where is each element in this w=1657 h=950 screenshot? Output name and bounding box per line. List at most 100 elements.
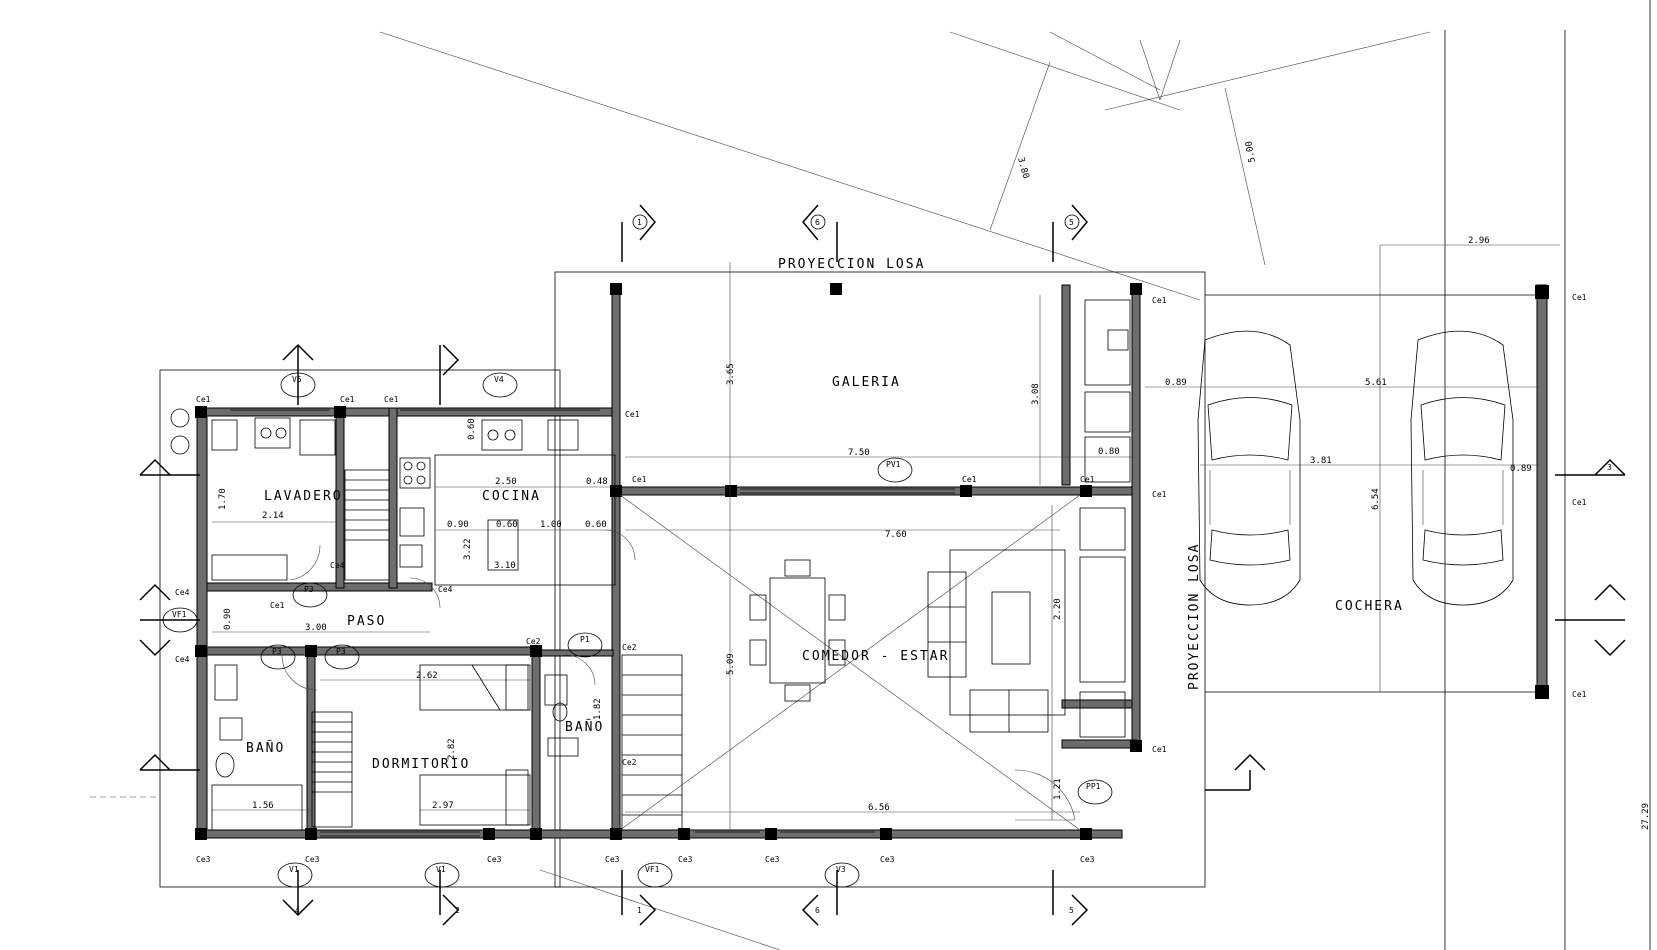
dim-750: 7.50	[848, 448, 870, 458]
dim-380: 3.80	[1015, 156, 1030, 180]
tag-pp1: PP1	[1086, 782, 1101, 791]
tag-p1: P1	[580, 635, 590, 644]
living-set	[927, 507, 1126, 738]
tag-ce3-d: Ce3	[605, 855, 620, 864]
section-num-1-bottom: 1	[637, 906, 642, 915]
kitchen-fixtures	[399, 419, 616, 586]
section-num-3-right: 3	[1607, 463, 1612, 472]
dining-set	[749, 559, 846, 702]
dim-080: 0.80	[1098, 447, 1120, 457]
tag-p3-b: P3	[272, 647, 282, 656]
dim-089: 0.89	[1165, 378, 1187, 388]
bedroom-beds	[419, 664, 531, 826]
label-lavadero: LAVADERO	[264, 489, 343, 504]
dim-090: 0.90	[447, 520, 469, 530]
section-marker-left-2	[139, 583, 200, 657]
label-proyeccion-losa-top: PROYECCION LOSA	[778, 257, 925, 272]
section-marker-2-top	[439, 344, 460, 405]
section-num-5-top: 5	[1069, 218, 1074, 227]
section-num-5-bottom: 5	[1069, 906, 1074, 915]
label-cochera: COCHERA	[1335, 599, 1404, 614]
dim-089b: 0.89	[1510, 464, 1532, 474]
tag-ce1-a: Ce1	[1152, 296, 1167, 305]
section-marker-6	[802, 204, 838, 262]
tag-ce3-a: Ce3	[196, 855, 211, 864]
tag-ce2-b: Ce2	[622, 758, 637, 767]
label-bano-right: BAÑO	[565, 719, 604, 735]
walls	[196, 284, 1548, 839]
section-marker-right-3	[1205, 753, 1266, 791]
car-left	[1197, 330, 1301, 606]
dim-297: 2.97	[432, 801, 454, 811]
dimension-lines	[212, 244, 1560, 830]
tag-v1-b: V1	[436, 865, 446, 874]
void-marks	[619, 494, 1081, 831]
section-marker-bottom-5	[1052, 870, 1089, 926]
dim-060: 0.60	[467, 418, 477, 440]
dim-048: 0.48	[586, 477, 608, 487]
tag-pv1: PV1	[886, 460, 901, 469]
label-proyeccion-losa-side: PROYECCION LOSA	[1187, 543, 1202, 690]
label-dormitorio: DORMITORIO	[372, 757, 470, 772]
dim-214: 2.14	[262, 511, 284, 521]
dim-509: 5.09	[726, 653, 736, 675]
section-marker-right-1	[1555, 458, 1626, 476]
label-galeria: GALERIA	[832, 375, 901, 390]
tag-ce1-j: Ce1	[1080, 475, 1095, 484]
tag-ce2-a: Ce2	[622, 643, 637, 652]
section-num-1-top: 1	[637, 218, 642, 227]
tag-ce1-m: Ce1	[270, 601, 285, 610]
section-marker-bottom-4	[282, 870, 314, 917]
tag-vf1-left: VF1	[172, 610, 187, 619]
tag-ce4-d: Ce4	[330, 561, 345, 570]
dim-308: 3.08	[1031, 383, 1041, 405]
tag-ce1-e: Ce1	[1572, 498, 1587, 507]
dim-156: 1.56	[252, 801, 274, 811]
dim-381: 3.81	[1310, 456, 1332, 466]
tag-ce1-k: Ce1	[340, 395, 355, 404]
opening-tags	[162, 372, 1113, 888]
tag-v4: V4	[494, 375, 504, 384]
dim-100: 1.00	[540, 520, 562, 530]
tag-ce3-h: Ce3	[1080, 855, 1095, 864]
property-lines	[90, 0, 1651, 950]
tag-ce2-c: Ce2	[526, 637, 541, 646]
section-marker-1	[621, 204, 656, 262]
section-num-6-top: 6	[815, 218, 820, 227]
tag-ce3-g: Ce3	[880, 855, 895, 864]
label-paso: PASO	[347, 614, 386, 629]
tag-ce1-h: Ce1	[632, 475, 647, 484]
tag-vf1-bottom: VF1	[645, 865, 660, 874]
section-marker-bottom-1	[621, 870, 657, 926]
tag-ce1-b: Ce1	[1152, 490, 1167, 499]
dim-182: 1.82	[593, 698, 603, 720]
tag-ce1-i: Ce1	[962, 475, 977, 484]
section-markers	[139, 204, 1626, 926]
galeria-storage	[1084, 299, 1131, 483]
dim-262: 2.62	[416, 671, 438, 681]
label-cocina: COCINA	[482, 489, 541, 504]
dim-2729: 27.29	[1641, 803, 1651, 830]
windows	[230, 409, 955, 837]
tag-ce4-c: Ce4	[438, 585, 453, 594]
tag-ce3-b: Ce3	[305, 855, 320, 864]
tag-p3-c: P3	[336, 647, 346, 656]
section-marker-left-3	[139, 753, 200, 771]
car-right	[1410, 330, 1514, 606]
tag-ce1-n: Ce1	[384, 395, 399, 404]
tag-v3: V3	[836, 865, 846, 874]
section-num-4-bottom: 4	[295, 906, 300, 915]
section-num-6-bottom: 6	[815, 906, 820, 915]
tag-ce3-f: Ce3	[765, 855, 780, 864]
dim-220: 2.20	[1053, 598, 1063, 620]
tag-ce1-f: Ce1	[1572, 690, 1587, 699]
tag-v1-a: V1	[289, 865, 299, 874]
dim-170: 1.70	[218, 488, 228, 510]
bathroom-fixtures	[211, 664, 579, 831]
tag-ce1-c: Ce1	[1152, 745, 1167, 754]
door-swings	[281, 529, 1076, 821]
tag-ce3-e: Ce3	[678, 855, 693, 864]
tag-ce1-l: Ce1	[196, 395, 211, 404]
dim-310: 3.10	[494, 561, 516, 571]
dim-090b: 0.90	[223, 608, 233, 630]
